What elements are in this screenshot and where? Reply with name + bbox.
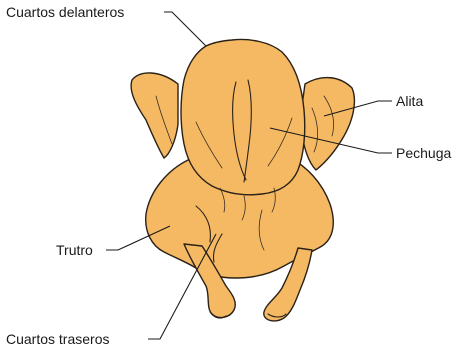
label-breast-text: Pechuga	[396, 145, 451, 161]
breast-shape	[181, 40, 305, 195]
left-wing	[131, 73, 178, 158]
leader-front-quarters	[164, 12, 206, 46]
right-wing	[300, 78, 354, 170]
label-front-quarters: Cuartos delanteros	[6, 4, 206, 46]
chicken-illustration	[131, 40, 354, 321]
label-thigh-text: Trutro	[56, 242, 93, 258]
label-wing-text: Alita	[396, 93, 423, 109]
label-hind-quarters-text: Cuartos traseros	[6, 331, 109, 347]
label-front-quarters-text: Cuartos delanteros	[6, 4, 124, 20]
